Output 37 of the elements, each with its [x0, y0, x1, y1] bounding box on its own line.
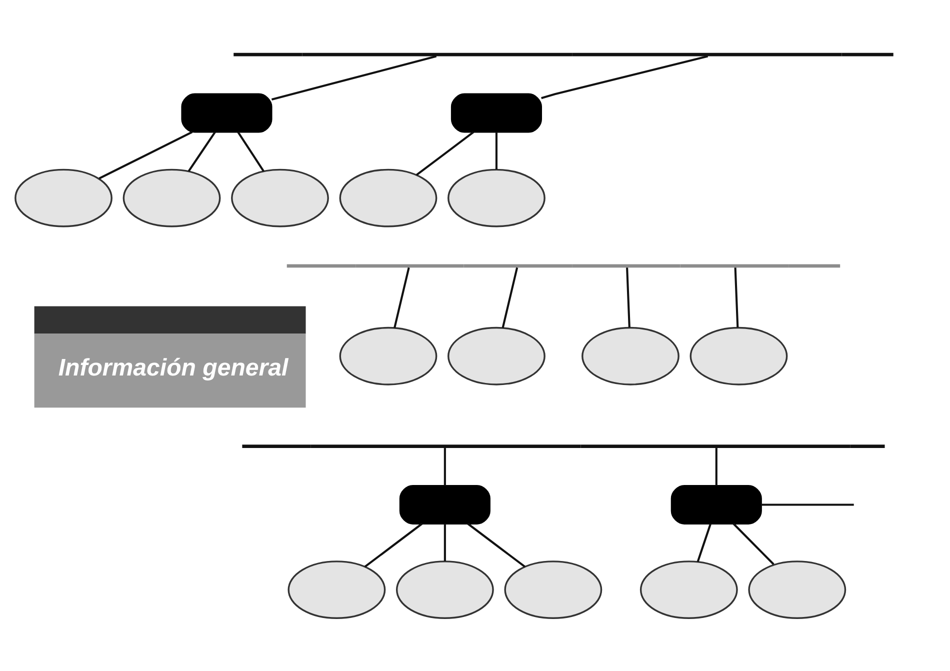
node-ellipse	[448, 168, 546, 228]
connector	[444, 524, 446, 562]
node-box	[399, 484, 490, 524]
connector	[761, 504, 854, 506]
connector	[364, 522, 423, 568]
node-ellipse	[339, 168, 438, 228]
connector	[394, 267, 410, 328]
node-ellipse	[231, 168, 329, 228]
node-ellipse	[339, 326, 438, 386]
connector	[732, 523, 774, 565]
node-box	[450, 93, 542, 133]
node-ellipse	[690, 326, 788, 386]
connector	[188, 131, 216, 172]
node-ellipse	[288, 560, 386, 619]
connector	[734, 268, 739, 328]
connector	[237, 131, 265, 172]
node-ellipse	[504, 560, 602, 619]
node-ellipse	[640, 560, 738, 619]
connector	[626, 268, 630, 328]
connector	[98, 131, 193, 180]
node-box	[181, 93, 272, 133]
connector	[696, 523, 712, 562]
node-ellipse	[448, 326, 546, 386]
node-ellipse	[396, 560, 494, 619]
connector	[444, 448, 446, 486]
node-ellipse	[582, 326, 680, 386]
connector	[416, 131, 474, 176]
connector	[271, 55, 437, 100]
connector	[715, 448, 718, 486]
connector	[502, 267, 518, 328]
node-ellipse	[122, 168, 221, 228]
connector	[541, 55, 708, 100]
node-box	[670, 484, 762, 524]
node-ellipse	[14, 168, 112, 228]
node-ellipse	[748, 560, 846, 619]
connector	[467, 522, 526, 568]
connector	[495, 132, 498, 170]
